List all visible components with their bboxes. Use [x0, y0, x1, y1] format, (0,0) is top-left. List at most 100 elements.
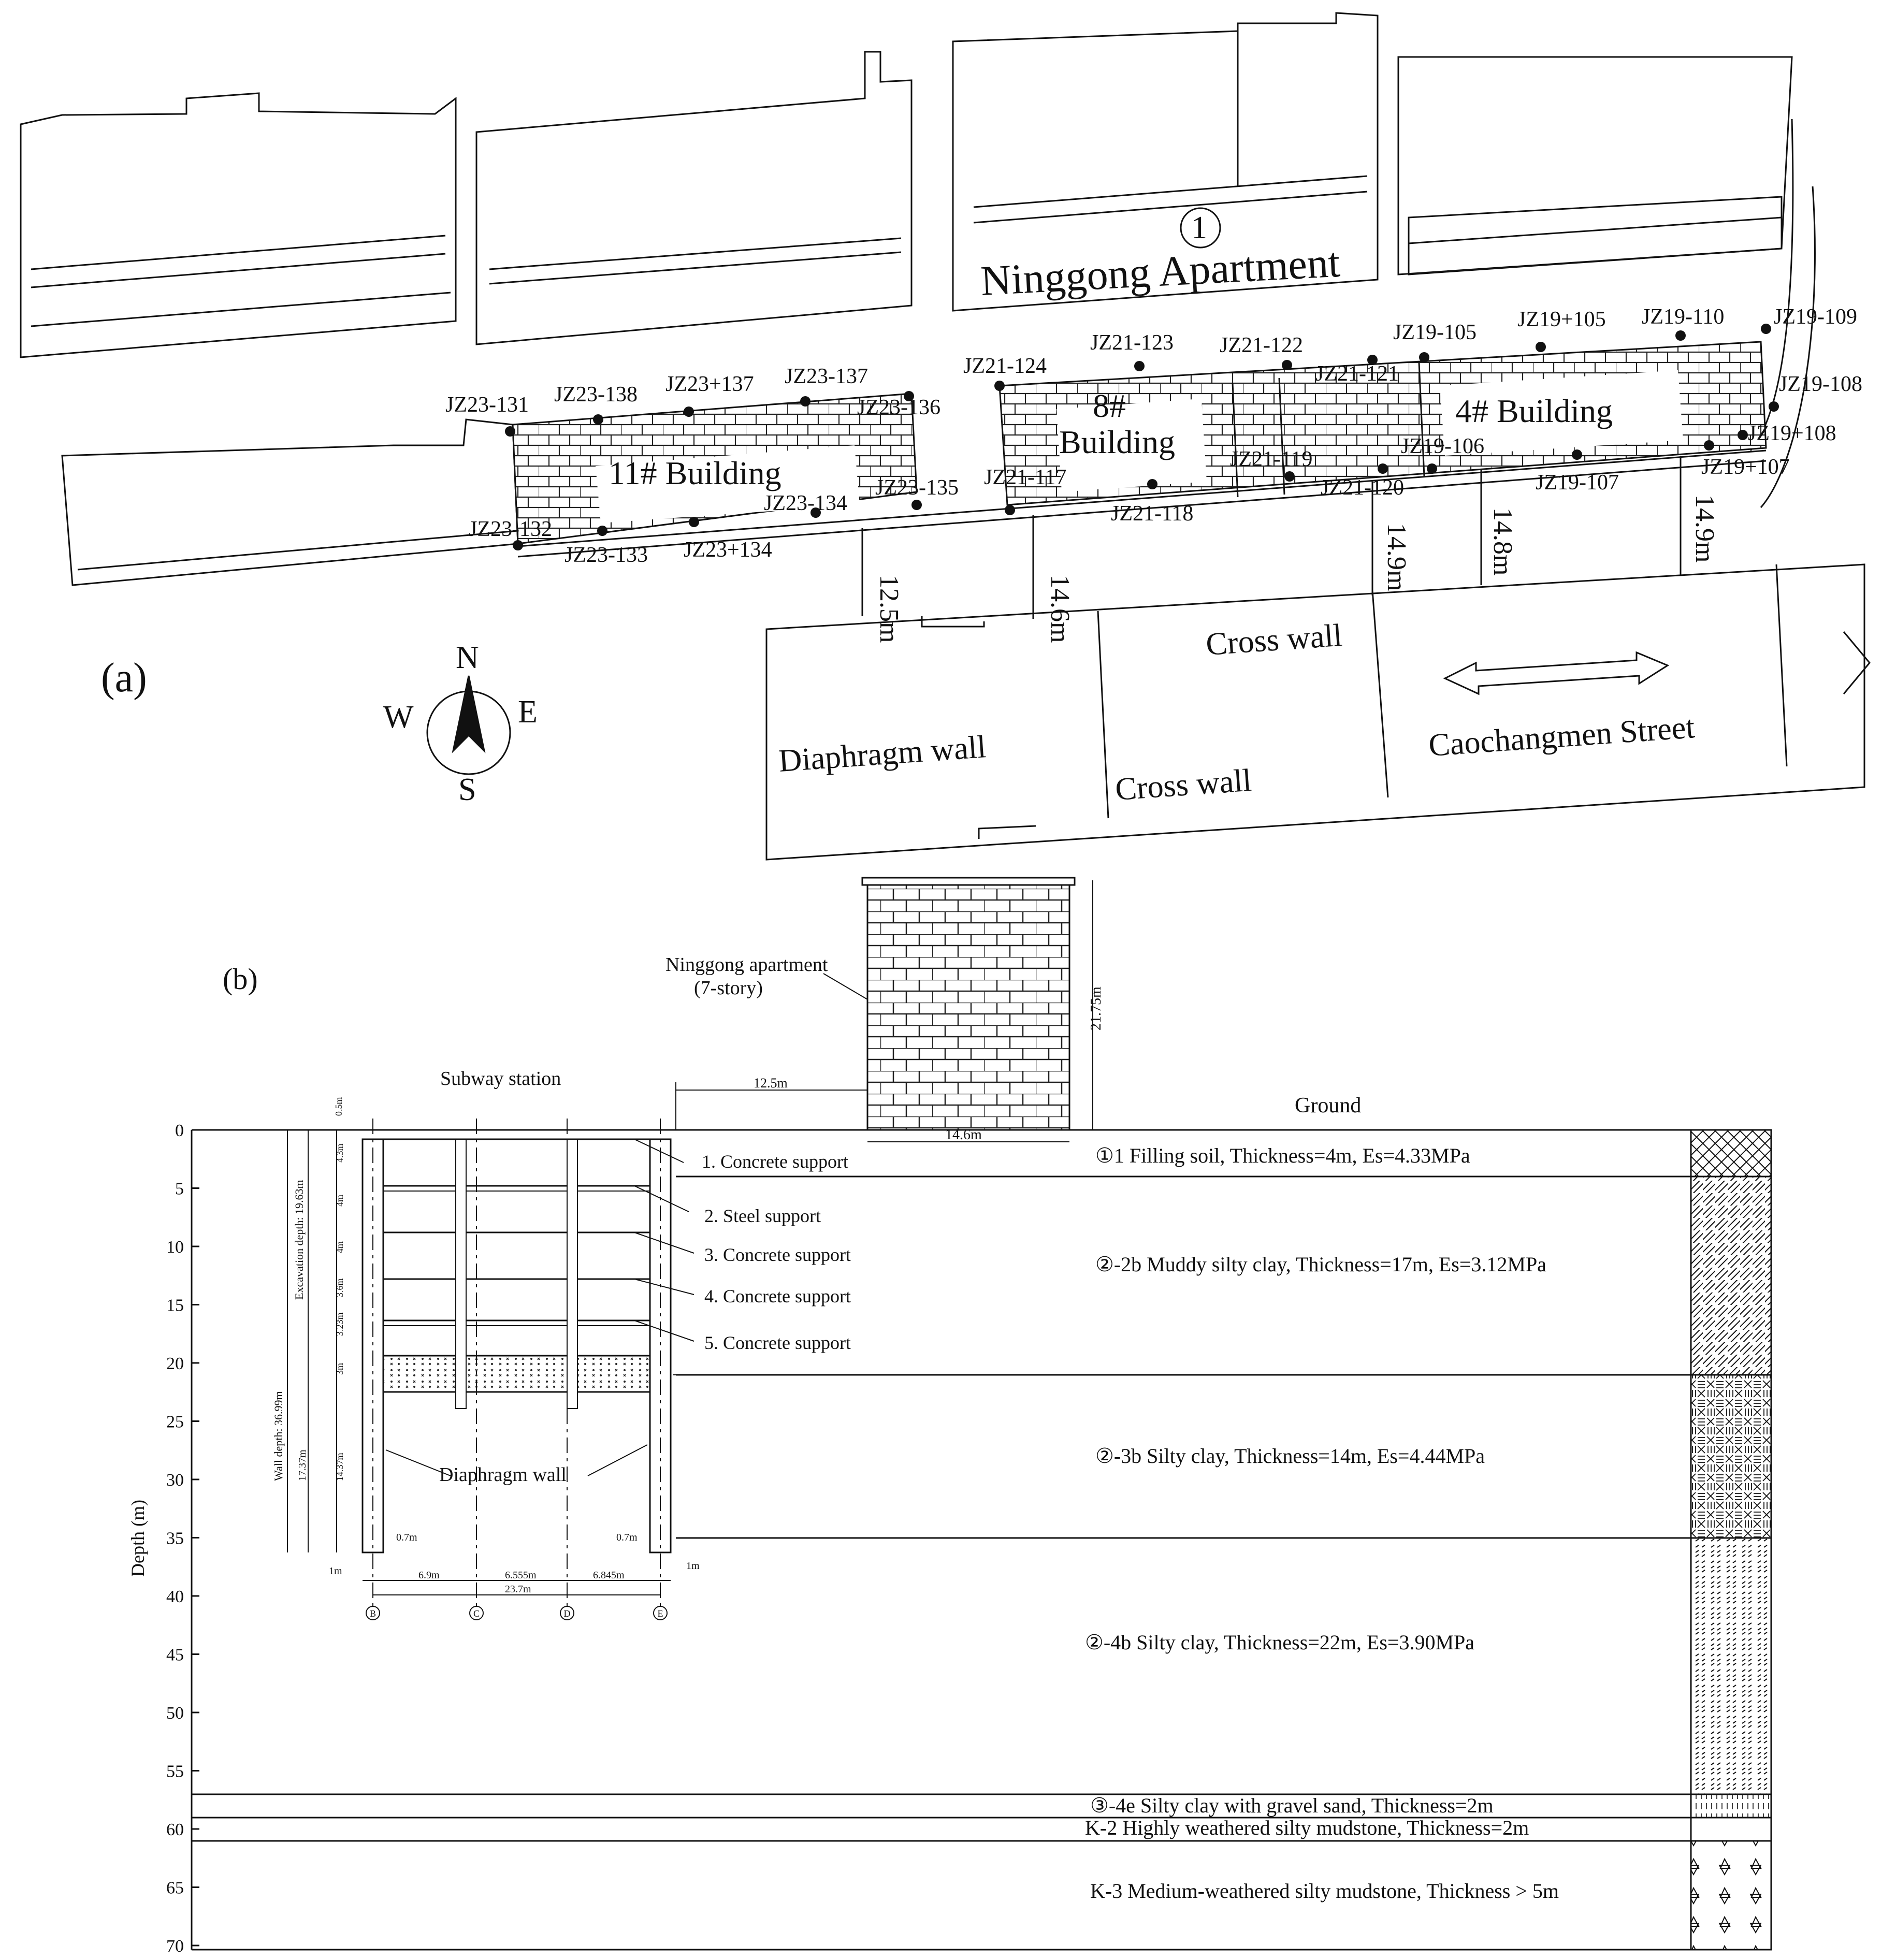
support-2-label: 2. Steel support — [704, 1206, 821, 1226]
support-1-label: 1. Concrete support — [702, 1151, 848, 1172]
monitoring-point-label: JZ21-122 — [1220, 333, 1303, 357]
north-building-2 — [475, 51, 913, 345]
apartment-section-label: Ninggong apartment — [665, 954, 828, 976]
axis-bubble-label: C — [473, 1608, 480, 1619]
station-notches — [921, 616, 1036, 839]
side-right-label: 1m — [686, 1560, 700, 1572]
monitoring-point-label: JZ23+134 — [684, 538, 772, 562]
legend-silty-clay-4b — [1690, 1537, 1772, 1795]
apartment-name: Ninggong Apartment — [979, 239, 1341, 304]
ground-label: Ground — [1295, 1094, 1361, 1117]
monitoring-point-label: JZ19-110 — [1642, 305, 1724, 329]
depth-tick-label: 5 — [175, 1180, 184, 1199]
level-dimension-label: 3m — [335, 1363, 345, 1375]
monitoring-point-marker — [1378, 463, 1388, 474]
monitoring-point-marker — [904, 391, 914, 401]
street-label: Caochangmen Street — [1427, 709, 1696, 763]
monitoring-point-marker — [810, 507, 821, 518]
station-structure — [383, 1190, 650, 1326]
layer-2-label: ②-2b Muddy silty clay, Thickness=17m, Es… — [1095, 1253, 1546, 1276]
north-building-4 — [1397, 56, 1793, 275]
wall-depth-label: Wall depth: 36.99m — [272, 1391, 285, 1481]
street-direction-arrow — [1443, 651, 1670, 695]
level-dimension-label: 4m — [335, 1241, 345, 1253]
monitoring-point-label: JZ23-135 — [875, 476, 959, 500]
monitoring-point-label: JZ19+108 — [1748, 422, 1836, 445]
depth-axis-label: Depth (m) — [127, 1500, 148, 1577]
north-building-2-lines — [489, 237, 902, 285]
monitoring-point-label: JZ21-121 — [1315, 362, 1399, 386]
building-8-label-bottom: Building — [1059, 424, 1175, 460]
layer-4-label: ②-4b Silty clay, Thickness=22m, Es=3.90M… — [1085, 1631, 1474, 1654]
depth-tick-label: 40 — [166, 1587, 184, 1606]
monitoring-point-marker — [1675, 330, 1686, 341]
monitoring-point-marker — [593, 414, 603, 425]
monitoring-point-label: JZ23-132 — [469, 517, 552, 541]
layer-3-label: ②-3b Silty clay, Thickness=14m, Es=4.44M… — [1095, 1444, 1485, 1468]
depth-tick-label: 65 — [166, 1879, 184, 1898]
monitoring-point-label: JZ23-137 — [785, 365, 868, 388]
legend-muddy-silty-clay — [1690, 1175, 1772, 1376]
road-curve-2 — [1760, 186, 1816, 508]
compass-n: N — [456, 640, 479, 675]
monitoring-point-label: JZ23+137 — [665, 372, 754, 396]
site-plan-labels: (a) 1 Ninggong Apartment 11# Building 8#… — [101, 207, 1862, 807]
legend-highly-weathered — [1690, 1817, 1772, 1842]
monitoring-point-marker — [1284, 471, 1295, 482]
monitoring-point-marker — [1367, 355, 1378, 365]
level-dimension-label: 4.3m — [335, 1143, 345, 1163]
apartment-section-sublabel: (7-story) — [694, 977, 763, 999]
depth-tick-label: 20 — [166, 1354, 184, 1373]
monitoring-point-label: JZ23-131 — [445, 393, 529, 417]
monitoring-point-label: JZ19-105 — [1393, 321, 1477, 344]
north-building-1 — [20, 92, 457, 358]
legend-filling-soil — [1690, 1129, 1772, 1178]
monitoring-point-marker — [1704, 440, 1714, 451]
apartment-leader — [823, 973, 868, 1000]
axis-bubble — [366, 1606, 380, 1620]
distance-5: 14.9m — [1690, 495, 1719, 562]
monitoring-point-label: JZ23-134 — [764, 491, 847, 515]
monitoring-point-marker — [505, 426, 515, 437]
depth-tick-label: 0 — [175, 1121, 184, 1140]
offset-label: 12.5m — [754, 1076, 788, 1091]
monitoring-point-label: JZ21-123 — [1090, 331, 1174, 355]
apartment-height-label: 21.75m — [1088, 986, 1104, 1030]
cross-section-labels: (b) Ninggong apartment (7-story) 21.75m … — [127, 954, 1559, 1903]
monitoring-point-label: JZ19-106 — [1401, 434, 1484, 458]
right-diaphragm-wall — [649, 1138, 672, 1554]
level-dimension-label: 3.23m — [335, 1312, 345, 1336]
axis-bubble — [560, 1606, 574, 1620]
monitoring-point-label: JZ19-107 — [1536, 471, 1619, 495]
station-diaphragm-wall-label: Diaphragm wall — [777, 729, 987, 779]
left-diaphragm-wall — [361, 1138, 384, 1554]
monitoring-point-label: JZ21-124 — [963, 354, 1047, 378]
monitoring-point-marker — [597, 526, 607, 536]
top-depth-label: 0.5m — [334, 1097, 344, 1116]
wall-thickness-right: 0.7m — [616, 1532, 638, 1543]
west-building — [61, 418, 519, 586]
monitoring-point-marker — [1769, 401, 1779, 412]
layer-5-label: ③-4e Silty clay with gravel sand, Thickn… — [1090, 1794, 1494, 1817]
monitoring-point-label: JZ23-133 — [565, 543, 648, 567]
compass-s: S — [458, 772, 476, 807]
axis-bubble — [469, 1606, 484, 1620]
column-2 — [567, 1139, 578, 1409]
axis-bubble-label: E — [658, 1608, 663, 1619]
support-leaders — [385, 1139, 694, 1476]
monitoring-point-marker — [1147, 479, 1157, 489]
depth-tick-label: 45 — [166, 1646, 184, 1665]
wall-thickness-left: 0.7m — [396, 1532, 417, 1543]
monitoring-point-marker — [911, 500, 922, 510]
site-plan — [20, 12, 1871, 861]
building-4-label: 4# Building — [1455, 393, 1613, 429]
apartment-section — [866, 882, 1070, 1131]
depth-tick-label: 60 — [166, 1820, 184, 1839]
